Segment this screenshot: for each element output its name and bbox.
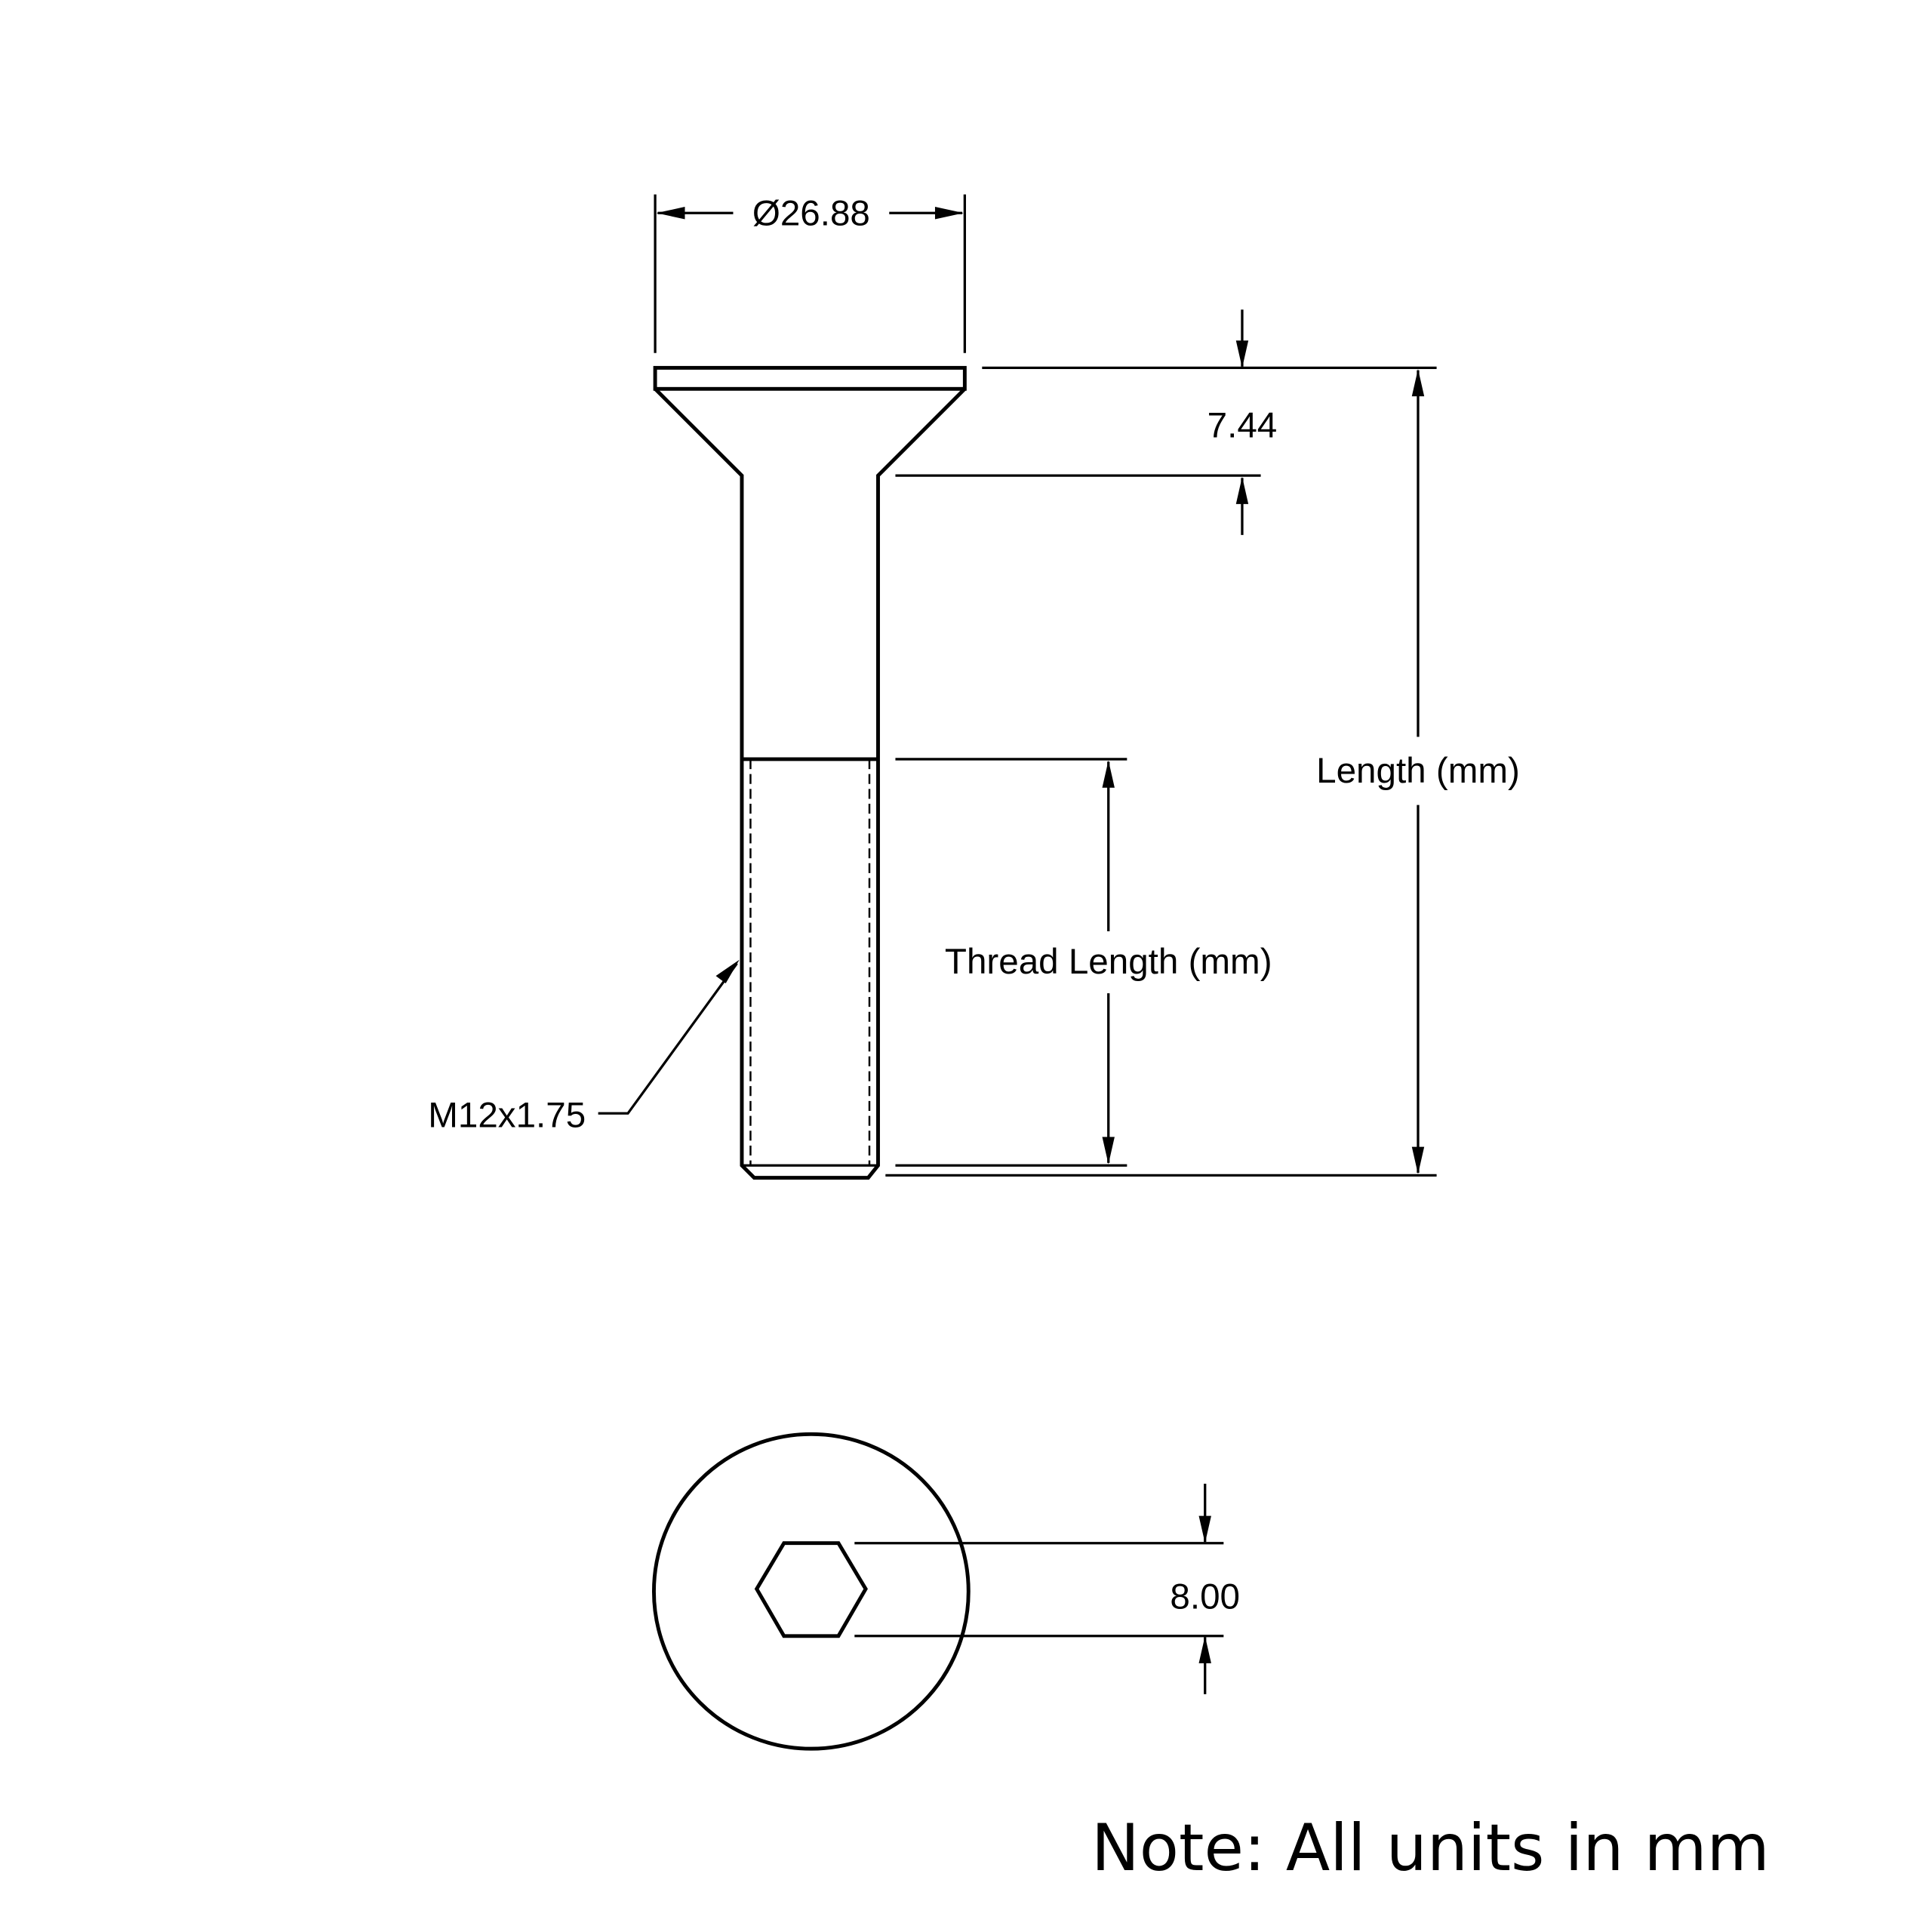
head-diameter-label: Ø26.88 [752,194,870,234]
hex-size-label: 8.00 [1170,1577,1240,1617]
head-circle [652,1432,971,1751]
thread-spec-callout: M12x1.75 [428,959,740,1135]
side-view [653,365,967,1180]
length-dimension: Length (mm) [885,369,1520,1177]
head-height-label: 7.44 [1208,405,1278,445]
top-view [652,1432,971,1751]
length-label: Length (mm) [1316,751,1520,791]
head-height-dimension: 7.44 [895,309,1437,535]
head-top [653,365,967,391]
screw-outline [654,387,967,1180]
thread-length-label: Thread Length (mm) [945,942,1272,982]
hex-socket [754,1541,868,1638]
thread-spec-label: M12x1.75 [428,1095,586,1135]
thread-length-dimension: Thread Length (mm) [895,758,1272,1167]
hex-size-dimension: 8.00 [854,1483,1240,1694]
units-note: Note: All units in mm [1091,1811,1770,1886]
head-diameter-dimension: Ø26.88 [654,194,966,353]
